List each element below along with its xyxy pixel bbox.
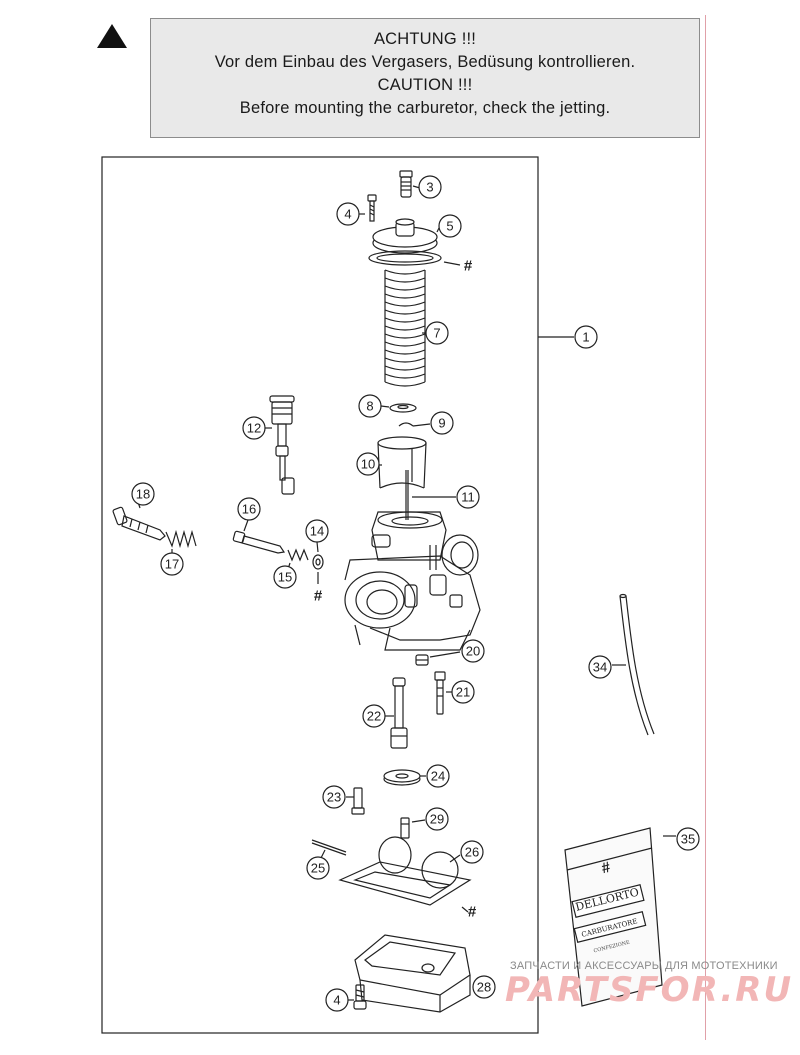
needle-plate-part xyxy=(380,403,417,413)
atomizer-part xyxy=(385,677,408,749)
float-bowl-part xyxy=(354,934,471,1013)
spring-part xyxy=(384,269,428,387)
idle-screw-part xyxy=(112,501,166,541)
callout-9: 9 xyxy=(438,416,445,431)
cable-adjuster-part xyxy=(399,170,421,198)
float-assembly-part xyxy=(338,836,472,913)
callout-24: 24 xyxy=(431,769,445,784)
callout-35: 35 xyxy=(681,832,695,847)
jet-holder-part xyxy=(434,671,452,715)
warning-triangle-icon xyxy=(97,24,127,48)
carburetor-cover-part xyxy=(368,218,461,266)
callout-29: 29 xyxy=(430,812,444,827)
callout-16: 16 xyxy=(242,502,256,517)
callout-5: 5 xyxy=(446,219,453,234)
callout-14: 14 xyxy=(310,524,324,539)
float-pin-part xyxy=(311,839,347,859)
margin-rule xyxy=(705,15,706,1040)
callout-21: 21 xyxy=(456,685,470,700)
caution-notice: ACHTUNG !!! Vor dem Einbau des Vergasers… xyxy=(150,18,700,138)
callout-22: 22 xyxy=(367,709,381,724)
hash-mark-o-ring: # xyxy=(314,588,323,605)
callout-10: 10 xyxy=(361,457,375,472)
callout-20: 20 xyxy=(466,644,480,659)
watermark-caption: ЗАПЧАСТИ И АКСЕССУАРЫ ДЛЯ МОТОТЕХНИКИ xyxy=(510,960,778,972)
throttle-slide-part xyxy=(377,436,427,489)
watermark-logo: PARTSFOR.RU xyxy=(505,970,794,1010)
callout-34: 34 xyxy=(593,660,607,675)
mixture-spring-part xyxy=(287,548,309,570)
jet-kit-bag-part xyxy=(564,827,676,1007)
bowl-screw-part xyxy=(346,984,367,1010)
callout-23: 23 xyxy=(327,790,341,805)
main-jet-part xyxy=(383,769,426,786)
callout-8: 8 xyxy=(366,399,373,414)
needle-valve-part xyxy=(346,787,365,815)
notice-heading-de: ACHTUNG !!! xyxy=(373,30,477,48)
callout-25: 25 xyxy=(311,861,325,876)
vent-hose-part xyxy=(612,593,655,736)
needle-clip-part xyxy=(398,422,431,427)
callout-11: 11 xyxy=(461,490,475,505)
notice-heading-en: CAUTION !!! xyxy=(377,76,473,94)
hash-mark-gasket: # xyxy=(464,258,473,275)
callout-7: 7 xyxy=(433,326,440,341)
callout-4-bottom: 4 xyxy=(333,993,340,1008)
choke-plunger-part xyxy=(264,395,295,495)
notice-text-en: Before mounting the carburetor, check th… xyxy=(239,99,611,117)
carburetor-body-part xyxy=(344,511,481,651)
callout-17: 17 xyxy=(165,557,179,572)
callout-18: 18 xyxy=(136,487,150,502)
fuel-nipple-part xyxy=(400,817,426,839)
pilot-jet-part xyxy=(415,651,461,666)
idle-spring-part xyxy=(165,529,197,556)
callout-28: 28 xyxy=(477,980,491,995)
callout-26: 26 xyxy=(465,845,479,860)
callout-1: 1 xyxy=(582,330,589,345)
callout-3: 3 xyxy=(426,180,433,195)
diagram-frame xyxy=(101,156,539,1034)
mixture-screw-part xyxy=(232,519,286,554)
screw-part xyxy=(358,194,377,222)
notice-text-de: Vor dem Einbau des Vergasers, Bedüsung k… xyxy=(214,53,636,71)
callout-15: 15 xyxy=(278,570,292,585)
o-ring-part xyxy=(312,541,324,584)
callout-4-top: 4 xyxy=(344,207,351,222)
hash-mark-float-gasket: # xyxy=(468,904,477,921)
callout-12: 12 xyxy=(247,421,261,436)
